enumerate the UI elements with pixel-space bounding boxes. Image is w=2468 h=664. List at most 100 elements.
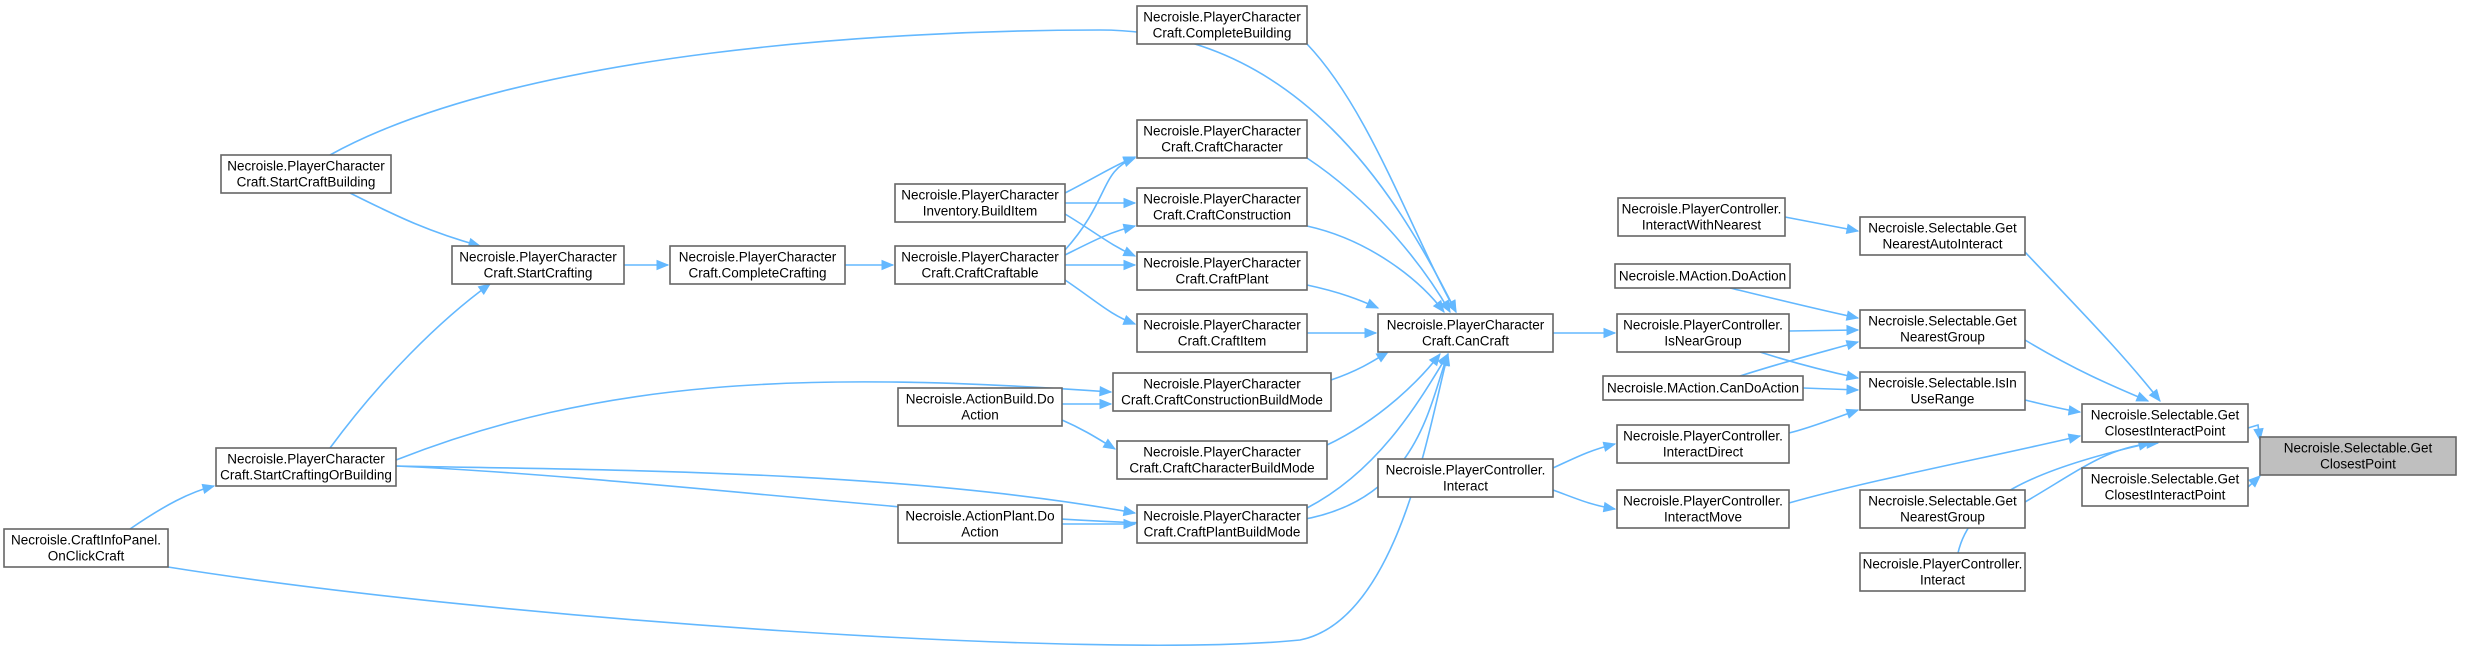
node-label-line-1: Necroisle.PlayerCharacter (227, 159, 385, 174)
node-mActionDoAction[interactable]: Necroisle.MAction.DoAction (1614, 263, 1791, 289)
call-edges (129, 29, 2264, 647)
node-label-line-2: Interact (1443, 479, 1488, 494)
edge-arrowhead (1846, 324, 1860, 336)
node-box (1112, 372, 1332, 412)
node-interactMove[interactable]: Necroisle.PlayerController.InteractMove (1616, 489, 1790, 529)
edge-arrowhead (2067, 433, 2082, 444)
node-craftCharacter[interactable]: Necroisle.PlayerCharacterCraft.CraftChar… (1136, 119, 1308, 159)
edge-arrowhead (1432, 299, 1445, 314)
node-box (1136, 504, 1308, 544)
edge-arrowhead (1603, 327, 1617, 339)
edge-arrowhead (1846, 384, 1860, 395)
edge-craftItem-to-canCraft (1307, 327, 1378, 339)
node-mActionCanDoAction[interactable]: Necroisle.MAction.CanDoAction (1602, 375, 1804, 401)
node-label-line-2: OnClickCraft (48, 549, 125, 564)
node-label-line-2: Craft.CraftCraftable (921, 266, 1038, 281)
node-startCraftBuilding[interactable]: Necroisle.PlayerCharacterCraft.StartCraf… (220, 154, 392, 194)
node-label-line-1: Necroisle.ActionPlant.Do (905, 509, 1054, 524)
edge-line (395, 381, 1112, 461)
node-label-line-1: Necroisle.PlayerController. (1623, 318, 1783, 333)
node-label-line-2: Craft.CraftCharacter (1161, 140, 1283, 155)
edge-canCraft-to-isNearGroup (1553, 327, 1617, 339)
edge-arrowhead (1102, 438, 1117, 450)
node-craftPlantBuildMode[interactable]: Necroisle.PlayerCharacterCraft.CraftPlan… (1136, 504, 1308, 544)
edge-line (1957, 442, 2151, 554)
node-label-line-2: Craft.CompleteCrafting (688, 266, 826, 281)
edge-line (1306, 225, 1445, 313)
node-label-line-2: NearestAutoInteract (1882, 237, 2002, 252)
edge-craftPlant-to-canCraft (1306, 284, 1380, 309)
node-box (1136, 187, 1308, 227)
node-playerControllerInteract1[interactable]: Necroisle.PlayerController.Interact (1377, 458, 1554, 498)
node-getClosestInteractPoint1[interactable]: Necroisle.Selectable.GetClosestInteractP… (2081, 403, 2249, 443)
edge-craftCraftable-to-craftConstruction (1064, 223, 1137, 256)
node-interactDirect[interactable]: Necroisle.PlayerController.InteractDirec… (1616, 424, 1790, 464)
edge-inventoryBuildItem-to-craftConstruction (1065, 197, 1137, 209)
node-completeBuilding[interactable]: Necroisle.PlayerCharacterCraft.CompleteB… (1136, 5, 1308, 45)
node-box (220, 154, 392, 194)
node-label-line-2: InteractMove (1664, 510, 1742, 525)
node-label-line-2: Craft.StartCrafting (484, 266, 593, 281)
node-craftConstruction[interactable]: Necroisle.PlayerCharacterCraft.CraftCons… (1136, 187, 1308, 227)
edge-line (2024, 251, 2161, 402)
node-label-line-2: Action (961, 525, 999, 540)
edge-line (349, 192, 481, 247)
node-label-line-2: Craft.CraftConstructionBuildMode (1121, 393, 1323, 408)
edge-line (129, 485, 215, 530)
edge-actionPlantDoAction-to-craftPlantBuildMode (1062, 518, 1137, 530)
edge-getNearestGroup1-to-getClosestInteractPoint1 (2024, 339, 2150, 402)
edge-arrowhead (1845, 340, 1860, 351)
node-box (1859, 309, 2026, 349)
edge-arrowhead (1122, 505, 1137, 517)
edge-arrowhead (2148, 388, 2161, 403)
edge-arrowhead (1439, 352, 1451, 367)
node-box (1614, 263, 1791, 289)
node-label-line-2: Inventory.BuildItem (923, 204, 1038, 219)
edge-arrowhead (2253, 427, 2264, 442)
node-label-line-1: Necroisle.Selectable.Get (2284, 441, 2433, 456)
edge-arrowhead (1845, 370, 1860, 381)
node-box (897, 387, 1063, 427)
node-startCrafting[interactable]: Necroisle.PlayerCharacterCraft.StartCraf… (451, 245, 625, 285)
node-label-line-1: Necroisle.PlayerCharacter (901, 188, 1059, 203)
node-label-line-1: Necroisle.PlayerCharacter (679, 250, 837, 265)
node-craftConstructionBuildMode[interactable]: Necroisle.PlayerCharacterCraft.CraftCons… (1112, 372, 1332, 412)
node-box (3, 528, 169, 568)
node-getClosestInteractPoint2[interactable]: Necroisle.Selectable.GetClosestInteractP… (2081, 467, 2249, 507)
node-getNearestAutoInteract[interactable]: Necroisle.Selectable.GetNearestAutoInter… (1859, 216, 2026, 256)
node-box (669, 245, 846, 285)
node-interactWithNearest[interactable]: Necroisle.PlayerController.InteractWithN… (1617, 197, 1786, 237)
node-craftInfoPanel[interactable]: Necroisle.CraftInfoPanel.OnClickCraft (3, 528, 169, 568)
node-label-line-2: ClosestInteractPoint (2105, 488, 2226, 503)
node-craftPlant[interactable]: Necroisle.PlayerCharacterCraft.CraftPlan… (1136, 251, 1308, 291)
node-box (1136, 5, 1308, 45)
edge-playerControllerInteract2-to-getClosestInteractPoint1 (1957, 440, 2152, 554)
node-label-line-1: Necroisle.ActionBuild.Do (906, 392, 1055, 407)
edge-arrowhead (201, 483, 216, 495)
edge-getClosestInteractPoint2-to-getClosestPoint (2247, 475, 2261, 488)
node-startCraftingOrBuilding[interactable]: Necroisle.PlayerCharacterCraft.StartCraf… (215, 447, 397, 487)
node-completeCrafting[interactable]: Necroisle.PlayerCharacterCraft.CompleteC… (669, 245, 846, 285)
node-actionBuildDoAction[interactable]: Necroisle.ActionBuild.DoAction (897, 387, 1063, 427)
node-label-line-1: Necroisle.PlayerCharacter (1143, 10, 1301, 25)
node-box (1859, 489, 2026, 529)
node-actionPlantDoAction[interactable]: Necroisle.ActionPlant.DoAction (897, 504, 1063, 544)
node-label-line-1: Necroisle.PlayerCharacter (1143, 445, 1301, 460)
edge-arrowhead (1375, 351, 1390, 363)
node-craftCraftable[interactable]: Necroisle.PlayerCharacterCraft.CraftCraf… (894, 245, 1066, 285)
node-label-line-1: Necroisle.PlayerCharacter (459, 250, 617, 265)
node-playerControllerInteract2[interactable]: Necroisle.PlayerController.Interact (1859, 552, 2026, 592)
edge-line (1784, 216, 1859, 232)
node-inventoryBuildItem[interactable]: Necroisle.PlayerCharacterInventory.Build… (894, 183, 1066, 223)
node-isNearGroup[interactable]: Necroisle.PlayerController.IsNearGroup (1616, 313, 1790, 353)
edge-arrowhead (1602, 441, 1617, 452)
node-craftCharacterBuildMode[interactable]: Necroisle.PlayerCharacterCraft.CraftChar… (1116, 440, 1328, 480)
edge-arrowhead (1123, 259, 1137, 271)
node-label-line-1: Necroisle.CraftInfoPanel. (11, 533, 161, 548)
